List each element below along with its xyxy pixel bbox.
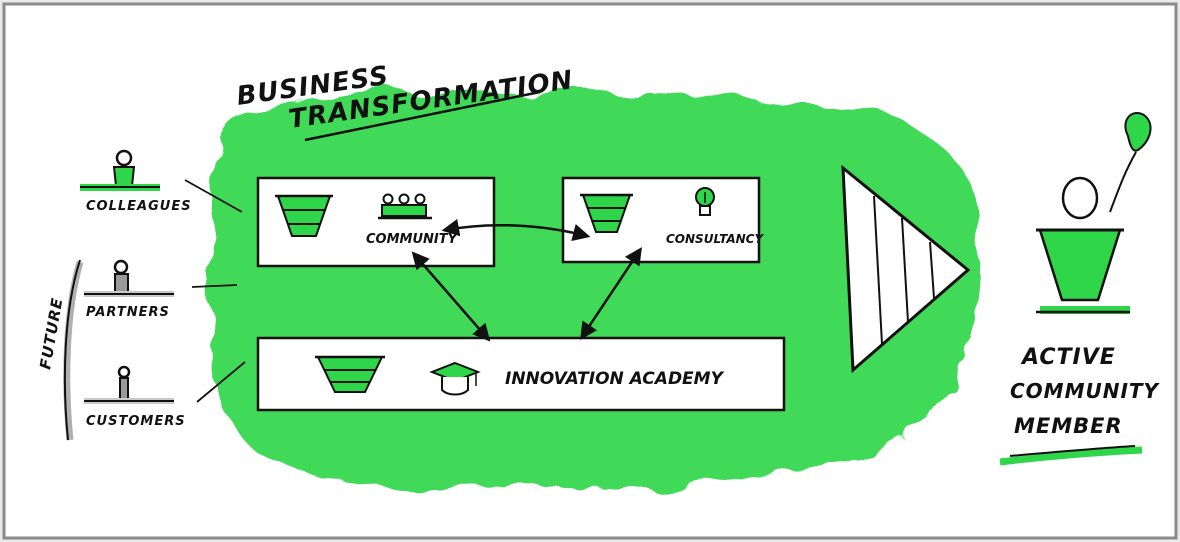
balloon-icon (1124, 112, 1152, 152)
customers-label: CUSTOMERS (86, 414, 186, 429)
person-icon (117, 365, 131, 379)
colleagues-label: COLLEAGUES (86, 199, 192, 214)
funnel-icon (315, 355, 385, 393)
outcome-line1: ACTIVE (1020, 345, 1116, 370)
outcome-line3: MEMBER (1014, 414, 1123, 438)
title-underline (304, 90, 541, 142)
connector-customers (196, 361, 246, 403)
podium-icon (119, 377, 129, 401)
arrow-consultancy-academy (580, 247, 642, 340)
innovation-academy-box: INNOVATION ACADEMY (256, 336, 786, 412)
stakeholder-colleagues: COLLEAGUES (80, 149, 192, 214)
funnel-icon (580, 193, 633, 233)
connector-partners (191, 284, 238, 288)
funnel-icon (275, 194, 333, 237)
outcome-underline (1009, 445, 1136, 457)
community-box: COMMUNITY (256, 176, 496, 268)
connector-colleagues (184, 179, 243, 213)
active-community-member-figure (1036, 112, 1152, 314)
person-icon (113, 259, 129, 275)
graduation-cap-icon (429, 361, 481, 396)
arrow-community-consultancy (441, 218, 591, 242)
consultancy-label: CONSULTANCY (666, 232, 764, 246)
stakeholder-partners: PARTNERS (84, 259, 174, 320)
community-label: COMMUNITY (366, 232, 459, 247)
partners-label: PARTNERS (86, 305, 170, 320)
innovation-academy-label: INNOVATION ACADEMY (505, 369, 725, 389)
consultancy-box: CONSULTANCY (561, 176, 764, 264)
active-community-member-label: ACTIVE COMMUNITY MEMBER (999, 345, 1161, 466)
arrow-community-academy (411, 251, 491, 342)
outcome-underline-green (999, 446, 1143, 466)
lightbulb-icon (695, 187, 715, 216)
podium-icon (112, 166, 136, 187)
person-head-icon (1061, 176, 1099, 220)
person-icon (115, 149, 133, 167)
people-icon (378, 193, 432, 220)
stakeholder-customers: CUSTOMERS (84, 365, 186, 429)
conversion-triangle (841, 164, 971, 374)
outcome-line2: COMMUNITY (1010, 379, 1161, 403)
